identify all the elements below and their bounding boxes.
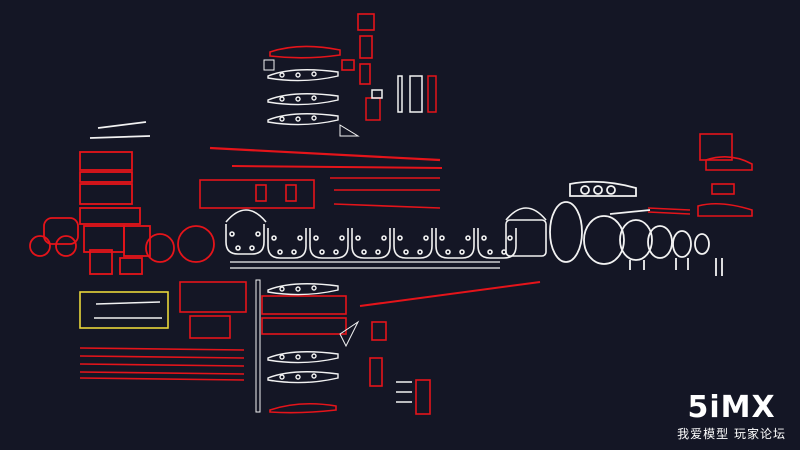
watermark-logo: 5iMX xyxy=(687,390,776,425)
red-strips-bottom xyxy=(79,347,245,381)
red-parts-top-left xyxy=(269,13,375,85)
red-panels-lower xyxy=(179,281,541,415)
small-parts-top xyxy=(365,75,437,121)
oval-bulkheads xyxy=(549,180,723,276)
selection-box xyxy=(79,291,169,329)
white-ribs-bottom xyxy=(255,279,412,413)
red-panel-center xyxy=(199,146,443,209)
white-ribs-top xyxy=(263,59,360,137)
watermark: 5iMX 我爱模型 玩家论坛 xyxy=(677,393,786,442)
watermark-subtitle: 我爱模型 玩家论坛 xyxy=(677,427,786,441)
fuselage-frames xyxy=(225,207,547,269)
red-parts-left xyxy=(29,121,215,275)
red-parts-right xyxy=(647,133,753,217)
